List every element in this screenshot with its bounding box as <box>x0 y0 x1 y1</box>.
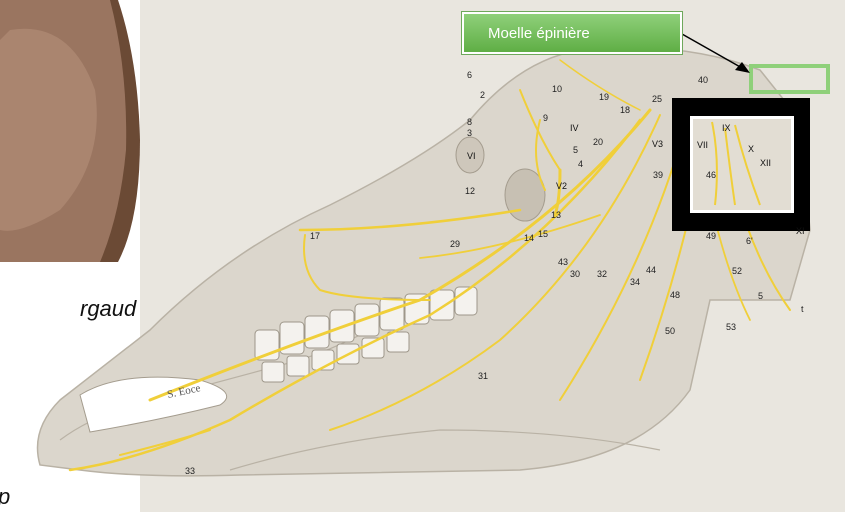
label-44: 44 <box>646 265 656 275</box>
label-30: 30 <box>570 269 580 279</box>
label-V3: V3 <box>652 139 663 149</box>
label-19: 19 <box>599 92 609 102</box>
label-32: 32 <box>597 269 607 279</box>
label-9: 9 <box>543 113 548 123</box>
label-46: 46 <box>706 170 716 180</box>
label-29: 29 <box>450 239 460 249</box>
label-39: 39 <box>653 170 663 180</box>
label-10: 10 <box>552 84 562 94</box>
label-12: 12 <box>465 186 475 196</box>
label-2: 2 <box>480 90 485 100</box>
label-8: 8 <box>467 117 472 127</box>
label-VI: VI <box>467 151 476 161</box>
label-43: 43 <box>558 257 568 267</box>
label-34: 34 <box>630 277 640 287</box>
label-5: 5 <box>573 145 578 155</box>
label-14: 14 <box>524 233 534 243</box>
bottom-text-fragment: p <box>0 484 10 510</box>
label-V2: V2 <box>556 181 567 191</box>
inset-frame <box>672 98 810 231</box>
label-20: 20 <box>593 137 603 147</box>
label-5b: 5 <box>758 291 763 301</box>
label-17: 17 <box>310 231 320 241</box>
label-XII: XII <box>760 158 771 168</box>
label-48: 48 <box>670 290 680 300</box>
label-VII: VII <box>697 140 708 150</box>
label-15: 15 <box>538 229 548 239</box>
label-XI: XI <box>796 226 805 236</box>
label-25: 25 <box>652 94 662 104</box>
label-X: X <box>748 144 754 154</box>
label-52: 52 <box>732 266 742 276</box>
label-6: 6 <box>467 70 472 80</box>
side-text-fragment: rgaud <box>80 296 136 322</box>
label-31: 31 <box>478 371 488 381</box>
label-18: 18 <box>620 105 630 115</box>
label-IV: IV <box>570 123 579 133</box>
label-IX: IX <box>722 123 731 133</box>
label-50: 50 <box>665 326 675 336</box>
callout-moelle-epiniere: Moelle épinière <box>462 12 682 54</box>
label-3: 3 <box>467 128 472 138</box>
label-33: 33 <box>185 466 195 476</box>
label-40: 40 <box>698 75 708 85</box>
label-4: 4 <box>578 159 583 169</box>
label-53: 53 <box>726 322 736 332</box>
label-13: 13 <box>551 210 561 220</box>
horse-photo <box>0 0 140 262</box>
label-6-prime: 6' <box>746 236 753 246</box>
label-49: 49 <box>706 231 716 241</box>
